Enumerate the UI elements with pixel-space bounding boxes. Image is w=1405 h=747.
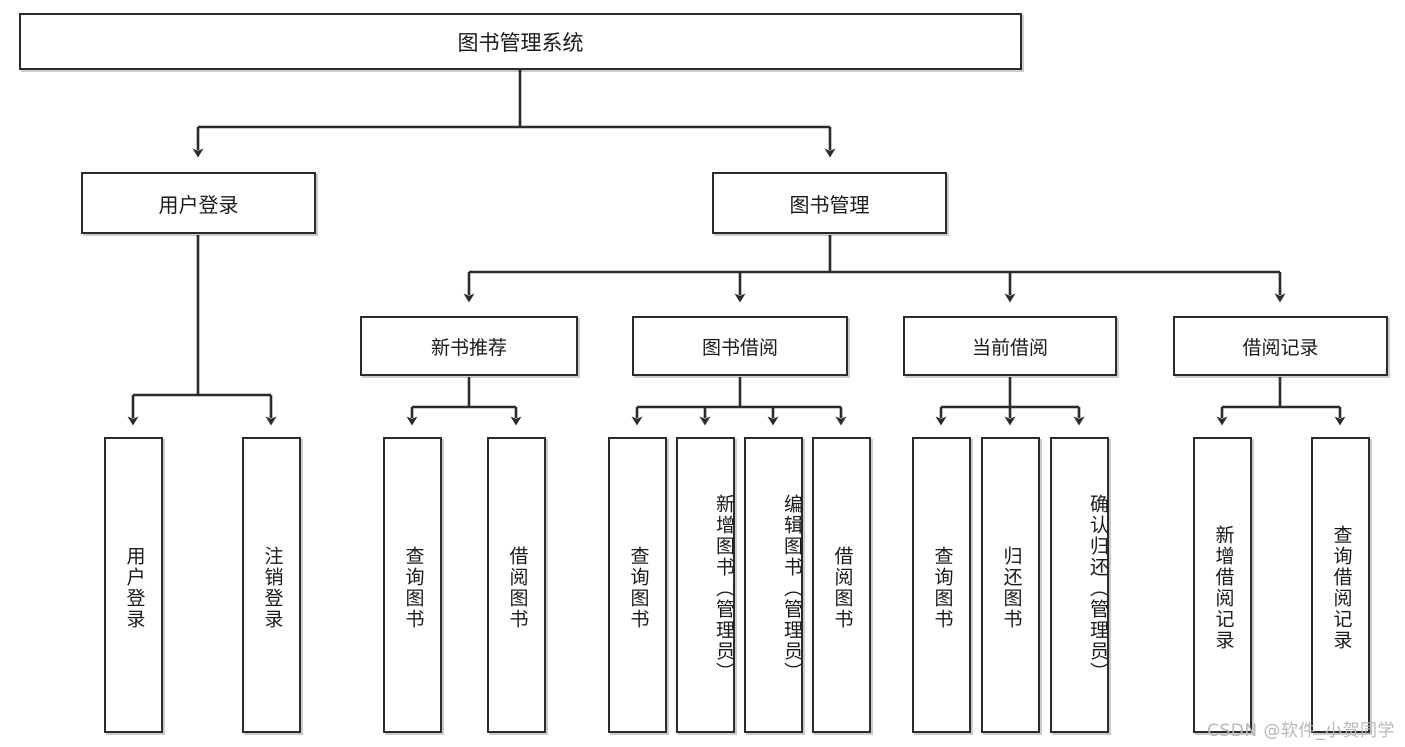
node-leaf-edit-book[interactable]: 编辑图书（管理员） [744,437,803,733]
node-root[interactable]: 图书管理系统 [19,13,1022,70]
node-book-borrow[interactable]: 图书借阅 [632,316,848,376]
node-leaf-user-logout[interactable]: 注销登录 [242,437,301,733]
node-user-login[interactable]: 用户登录 [81,172,316,234]
node-leaf-borrow-book-1[interactable]: 借阅图书 [487,437,546,733]
node-leaf-edit-book-label: 编辑图书（管理员） [781,493,803,683]
node-borrow-record[interactable]: 借阅记录 [1173,316,1388,376]
node-leaf-user-logout-label: 注销登录 [261,546,284,630]
node-leaf-user-login-label: 用户登录 [123,546,146,630]
node-current-borrow[interactable]: 当前借阅 [903,316,1117,376]
node-leaf-query-record[interactable]: 查询借阅记录 [1311,437,1370,733]
node-leaf-borrow-book-1-label: 借阅图书 [506,546,529,630]
node-leaf-query-book-1-label: 查询图书 [402,546,425,630]
node-leaf-confirm-return[interactable]: 确认归还（管理员） [1050,437,1109,733]
node-leaf-user-login[interactable]: 用户登录 [104,437,163,733]
node-leaf-confirm-return-label: 确认归还（管理员） [1087,493,1109,683]
node-book-manage[interactable]: 图书管理 [712,172,947,234]
node-leaf-add-book-label: 新增图书（管理员） [713,493,735,683]
node-leaf-borrow-book-2[interactable]: 借阅图书 [812,437,871,733]
node-new-book-recommend[interactable]: 新书推荐 [360,316,578,376]
node-new-book-recommend-label: 新书推荐 [430,336,507,359]
node-leaf-add-record[interactable]: 新增借阅记录 [1193,437,1252,733]
node-leaf-query-record-label: 查询借阅记录 [1330,525,1353,651]
node-leaf-return-book-label: 归还图书 [1000,546,1023,630]
node-leaf-return-book[interactable]: 归还图书 [981,437,1040,733]
node-borrow-record-label: 借阅记录 [1242,336,1319,359]
node-leaf-query-book-1[interactable]: 查询图书 [383,437,442,733]
node-current-borrow-label: 当前借阅 [971,336,1048,359]
node-book-manage-label: 图书管理 [789,192,870,217]
node-leaf-borrow-book-2-label: 借阅图书 [831,546,854,630]
node-leaf-query-book-3-label: 查询图书 [931,546,954,630]
node-leaf-query-book-3[interactable]: 查询图书 [912,437,971,733]
node-leaf-add-record-label: 新增借阅记录 [1212,525,1235,651]
watermark: CSDN @软件_小贺同学 [1207,721,1395,741]
node-root-label: 图书管理系统 [457,30,584,55]
node-leaf-query-book-2-label: 查询图书 [627,546,650,630]
node-leaf-add-book[interactable]: 新增图书（管理员） [676,437,735,733]
node-leaf-query-book-2[interactable]: 查询图书 [608,437,667,733]
node-book-borrow-label: 图书借阅 [701,336,778,359]
node-user-login-label: 用户登录 [158,192,239,217]
